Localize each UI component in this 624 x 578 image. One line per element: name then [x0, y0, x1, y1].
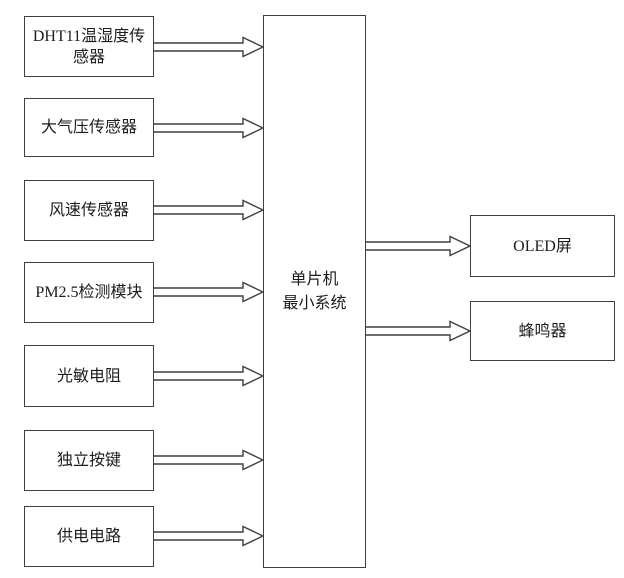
block-label: 大气压传感器: [40, 119, 137, 136]
flow-arrow: [153, 365, 265, 387]
block-label: DHT11温湿度传感器: [32, 27, 146, 66]
flow-arrow: [153, 199, 265, 221]
flow-arrow: [365, 320, 472, 342]
block-label: PM2.5检测模块: [35, 284, 143, 301]
block-dht11-sensor: DHT11温湿度传感器: [24, 16, 154, 77]
block-oled-screen: OLED屏: [470, 215, 615, 277]
block-label: 蜂鸣器: [518, 322, 567, 340]
block-pm25-module: PM2.5检测模块: [24, 262, 154, 323]
flow-arrow: [153, 449, 265, 471]
block-pressure-sensor: 大气压传感器: [24, 98, 154, 157]
flow-arrow: [153, 36, 265, 58]
flow-arrow: [153, 281, 265, 303]
block-buzzer: 蜂鸣器: [470, 301, 615, 361]
block-label-line: 最小系统: [282, 294, 347, 312]
block-power-supply: 供电电路: [24, 506, 154, 567]
block-independent-key: 独立按键: [24, 430, 154, 491]
block-label: 独立按键: [56, 452, 121, 469]
block-label: OLED屏: [513, 237, 572, 255]
block-label-line: 单片机: [290, 270, 339, 288]
flow-arrow: [365, 235, 472, 257]
block-label: 光敏电阻: [56, 367, 121, 385]
flow-arrow: [153, 117, 265, 139]
block-label: 风速传感器: [48, 202, 129, 219]
block-mcu-minimal-system: 单片机 最小系统: [263, 15, 366, 568]
block-wind-speed-sensor: 风速传感器: [24, 180, 154, 241]
flow-arrow: [153, 525, 265, 547]
block-label: 供电电路: [56, 528, 121, 545]
block-photoresistor: 光敏电阻: [24, 345, 154, 407]
